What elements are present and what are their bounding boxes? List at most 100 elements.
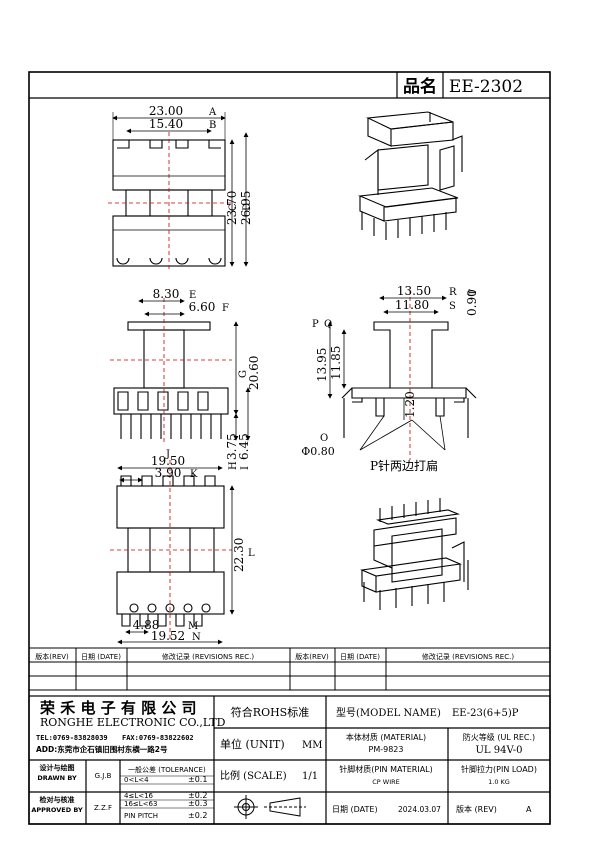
dim-h-value: 3.75: [225, 433, 239, 460]
dim-h2-value: 11.85: [329, 346, 343, 380]
dim-g-ref: G: [238, 370, 249, 378]
section-view: [327, 290, 477, 460]
dim-a-value: 23.00: [149, 104, 183, 118]
date-value: 2024.03.07: [398, 805, 441, 814]
dim-h-ref: H: [228, 461, 239, 470]
tolerance-range-2: 4≤L<16: [124, 792, 154, 800]
scale-label: 比例 (SCALE): [220, 769, 287, 782]
projection-symbol-icon: [234, 795, 306, 819]
dim-o-ref: O: [320, 433, 328, 444]
company-tel: TEL:0769-83828039: [36, 734, 108, 742]
material-value: PM-9823: [369, 745, 404, 754]
fire-label: 防火等级 (UL REC.): [463, 732, 535, 742]
unit-label: 单位 (UNIT): [220, 737, 285, 751]
rev-header-3: 修改记录 (REVISIONS REC.): [162, 652, 254, 661]
dim-d-ref: D: [242, 203, 253, 211]
company-address: ADD:东莞市企石镇旧围村东横一路2号: [36, 744, 168, 754]
dim-j-ref: J: [165, 449, 170, 460]
tolerance-value-2: ±0.2: [188, 791, 207, 800]
pin-material-value: CP WIRE: [372, 778, 400, 786]
dim-r-ref: R: [449, 287, 457, 298]
dim-n-value: 19.52: [151, 629, 185, 643]
dim-pin-h-value: 1.20: [403, 391, 417, 418]
unit-value: MM: [302, 740, 322, 751]
approved-value: Z.Z.F: [94, 804, 112, 812]
drawn-label-en: DRAWN BY: [37, 774, 77, 782]
dim-i-value: 6.45: [237, 433, 251, 460]
revision-table: [28, 647, 551, 691]
title-block-grid: [28, 695, 551, 825]
rev-header-6: 修改记录 (REVISIONS REC.): [422, 652, 514, 661]
tolerance-range-3: 16≤L<63: [124, 800, 157, 808]
drawn-value: G.J.B: [95, 772, 112, 780]
rev-header-1: 版本(REV): [35, 652, 69, 661]
rev-header-5: 日期 (DATE): [340, 653, 380, 661]
dim-m-ref: M: [188, 621, 198, 632]
rohs-text: 符合ROHS标准: [231, 705, 309, 719]
tolerance-value-3: ±0.3: [188, 799, 207, 808]
fire-value: UL 94V-0: [475, 745, 522, 756]
drawn-label-cn: 设计与绘图: [40, 763, 75, 772]
scale-value: 1/1: [302, 771, 318, 782]
pin-load-label: 针脚拉力(PIN LOAD): [461, 764, 537, 774]
part-label: 品名: [403, 76, 437, 97]
side-view: [110, 298, 251, 444]
dim-h1-value: 13.95: [315, 348, 329, 382]
tolerance-header: 一般公差 (TOLERANCE): [128, 765, 206, 774]
pin-load-value: 1.0 KG: [488, 778, 510, 786]
company-fax: FAX:0769-83822602: [122, 734, 194, 742]
dim-f-ref: F: [222, 303, 229, 314]
model-label: 型号(MODEL NAME): [336, 706, 441, 719]
dim-e-ref: E: [189, 290, 196, 301]
isometric-view-top: [357, 111, 463, 240]
dim-a-ref: A: [208, 107, 217, 118]
tolerance-value-4: ±0.2: [188, 811, 207, 820]
isometric-view-bottom: [359, 498, 469, 610]
rev-header-4: 版本(REV): [295, 652, 329, 661]
tolerance-range-1: 0<L<4: [124, 776, 149, 784]
dim-f-value: 6.60: [189, 300, 216, 314]
dim-j-value: 19.50: [151, 454, 185, 468]
material-label: 本体材质 (MATERIAL): [346, 732, 426, 742]
dim-c-ref: C: [228, 203, 239, 211]
dim-q-ref: Q: [324, 319, 332, 330]
dim-e-value: 8.30: [153, 287, 180, 301]
section-note: P针两边打扁: [370, 458, 438, 473]
dim-p-ref: P: [312, 319, 319, 330]
dim-s-value: 11.80: [395, 298, 429, 312]
tolerance-value-1: ±0.1: [188, 775, 207, 784]
dim-l-value: 22.30: [232, 538, 246, 572]
dim-s-ref: S: [449, 301, 456, 312]
rev-label: 版本 (REV): [456, 804, 497, 814]
dim-k-ref: K: [190, 469, 198, 480]
model-value: EE-23(6+5)P: [452, 708, 519, 719]
dim-i-ref: I: [240, 466, 251, 470]
rev-value: A: [526, 805, 532, 814]
approved-label-cn: 检对与核准: [40, 795, 75, 804]
front-view: [108, 112, 249, 272]
dim-b-ref: B: [209, 120, 216, 131]
company-name-en: RONGHE ELECTRONIC CO.,LTD: [40, 716, 226, 729]
rev-header-2: 日期 (DATE): [81, 653, 121, 661]
dim-t-value: 0.90: [465, 289, 479, 316]
pin-material-label: 针脚材质(PIN MATERIAL): [339, 764, 433, 774]
dim-d-value: 26.95: [239, 191, 253, 225]
dim-o-value: Φ0.80: [301, 445, 335, 458]
part-number: EE-2302: [449, 77, 523, 97]
dim-k-value: 3.90: [155, 466, 182, 480]
bottom-view: [110, 460, 235, 645]
dim-l-ref: L: [248, 548, 255, 559]
approved-label-en: APPROVED BY: [31, 806, 83, 814]
dim-g-value: 20.60: [247, 356, 261, 390]
dim-n-ref: N: [192, 632, 201, 643]
date-label: 日期 (DATE): [332, 805, 378, 814]
dim-m-value: 4.88: [133, 618, 160, 632]
tolerance-range-4: PIN PITCH: [124, 812, 158, 820]
part-title: 品名 EE-2302: [396, 72, 523, 98]
dim-t-ref: T: [468, 289, 479, 296]
company-name-cn: 荣 禾 电 子 有 限 公 司: [39, 699, 197, 717]
dim-c-value: 23.70: [225, 191, 239, 225]
dim-r-value: 13.50: [397, 284, 431, 298]
dim-b-value: 15.40: [149, 117, 183, 131]
